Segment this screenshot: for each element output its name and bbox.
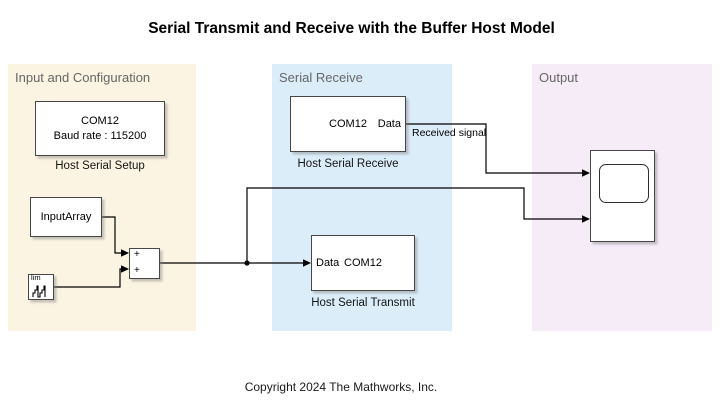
arrowhead — [582, 215, 590, 223]
sum-plus-sign-top: + — [134, 249, 140, 260]
input-array-text: InputArray — [40, 210, 92, 223]
setup-baudrate-text: Baud rate : 115200 — [53, 129, 147, 142]
arrowhead — [121, 265, 129, 273]
sum-plus-sign-bottom: + — [134, 265, 140, 276]
wire-inputarray-to-sum[interactable] — [102, 216, 129, 257]
region-input-label: Input and Configuration — [15, 70, 151, 85]
region-output-label: Output — [539, 70, 579, 85]
caption-host-serial-setup: Host Serial Setup — [55, 160, 145, 172]
wire-sum-to-transmit[interactable] — [160, 259, 311, 267]
arrowhead — [582, 169, 590, 177]
block-host-serial-transmit[interactable]: COM12 Data — [311, 235, 415, 291]
received-signal-label: Received signal — [412, 127, 487, 139]
arrowhead — [121, 249, 129, 257]
block-input-array[interactable]: InputArray — [30, 197, 102, 237]
caption-host-serial-transmit: Host Serial Transmit — [311, 297, 415, 309]
block-host-serial-receive[interactable]: COM12 Data — [290, 96, 406, 152]
block-sum[interactable]: + + — [129, 248, 160, 279]
copyright-annotation: Copyright 2024 The Mathworks, Inc. — [244, 380, 438, 394]
receive-com-text: COM12 — [329, 117, 367, 130]
transmit-com-text: COM12 — [344, 256, 382, 269]
scope-screen — [599, 164, 649, 203]
setup-com-text: COM12 — [81, 114, 119, 127]
transmit-data-in-port: Data — [316, 257, 340, 269]
receive-data-out-port: Data — [377, 118, 401, 130]
wire-receive-to-scope-input1[interactable] — [406, 123, 590, 177]
caption-host-serial-receive: Host Serial Receive — [297, 158, 399, 170]
block-scope[interactable] — [590, 150, 655, 242]
block-counter-limited[interactable]: lim — [28, 274, 54, 300]
wire-branch-to-scope-input2[interactable] — [246, 187, 590, 263]
lim-label: lim — [31, 273, 41, 282]
arrowhead — [303, 259, 311, 267]
block-host-serial-setup[interactable]: COM12 Baud rate : 115200 — [35, 101, 165, 156]
wire-lim-to-sum[interactable] — [54, 265, 129, 288]
model-title: Serial Transmit and Receive with the Buf… — [148, 20, 555, 37]
stair-waveform-icon — [32, 285, 46, 298]
region-receive-label: Serial Receive — [279, 70, 363, 85]
